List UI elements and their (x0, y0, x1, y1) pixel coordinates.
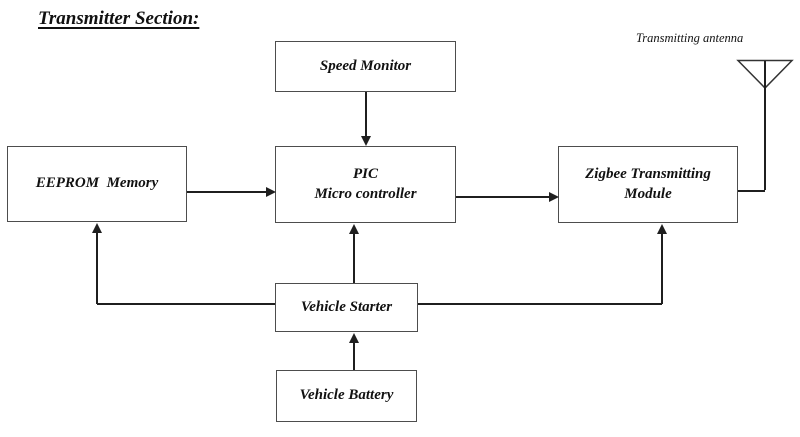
block-speed-monitor-label: Speed Monitor (319, 57, 412, 74)
block-eeprom-memory-label: EEPROM Memory (35, 175, 159, 192)
block-speed-monitor: Speed Monitor (275, 41, 456, 92)
edge-starter-to-eeprom-vline (96, 231, 98, 304)
edge-speed-to-pic-line (365, 92, 367, 138)
block-vehicle-starter: Vehicle Starter (275, 283, 418, 332)
antenna-icon (736, 59, 794, 90)
edge-zigbee-to-antenna-line (738, 190, 765, 192)
block-pic-line2: Micro controller (314, 185, 417, 202)
block-pic-line1: PIC (352, 166, 378, 182)
edge-speed-to-pic-arrowhead (361, 136, 371, 146)
edge-starter-to-zigbee-arrowhead (657, 224, 667, 234)
edge-pic-to-zigbee-arrowhead (549, 192, 559, 202)
edge-starter-to-eeprom-arrowhead (92, 223, 102, 233)
block-zigbee-transmitting-module: Zigbee Transmitting Module (558, 146, 738, 223)
block-zigbee-line2: Module (624, 185, 672, 202)
edge-starter-to-eeprom-hline (97, 303, 275, 305)
block-vehicle-battery: Vehicle Battery (276, 370, 417, 422)
edge-battery-to-starter-arrowhead (349, 333, 359, 343)
block-vehicle-battery-label: Vehicle Battery (299, 387, 394, 404)
edge-starter-to-pic-line (353, 232, 355, 283)
edge-battery-to-starter-line (353, 341, 355, 370)
edge-starter-to-zigbee-vline (661, 232, 663, 304)
edge-starter-to-zigbee-hline (418, 303, 662, 305)
edge-eeprom-to-pic-line (187, 191, 268, 193)
diagram-title: Transmitter Section: (38, 8, 200, 29)
block-zigbee-line1: Zigbee Transmitting (585, 166, 711, 182)
antenna-mast-line (764, 61, 766, 190)
block-pic-microcontroller: PIC Micro controller (275, 146, 456, 223)
edge-eeprom-to-pic-arrowhead (266, 187, 276, 197)
block-vehicle-starter-label: Vehicle Starter (300, 298, 393, 315)
block-eeprom-memory: EEPROM Memory (7, 146, 187, 222)
transmitting-antenna-label: Transmitting antenna (636, 31, 744, 45)
edge-pic-to-zigbee-line (456, 196, 551, 198)
edge-starter-to-pic-arrowhead (349, 224, 359, 234)
